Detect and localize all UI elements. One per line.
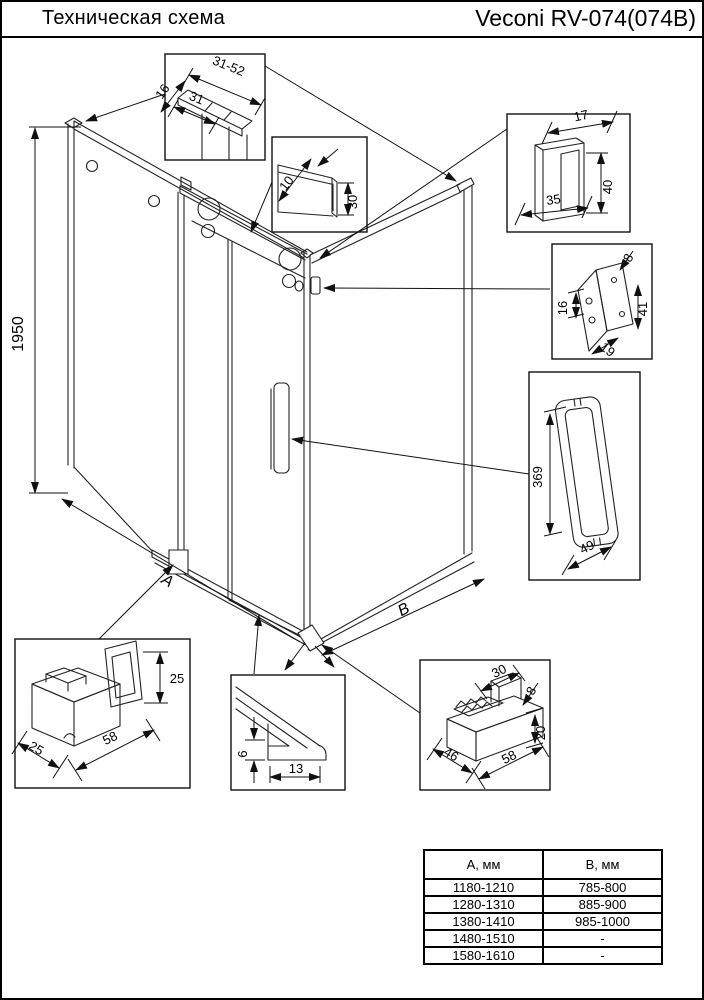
cell-b: 985-1000 <box>542 912 663 931</box>
table-row: 1380-1410 985-1000 <box>423 912 663 931</box>
dim-label: 49 <box>577 537 597 557</box>
dim-label: 13 <box>289 761 303 776</box>
dim-label: 19 <box>597 339 618 360</box>
dim-label: 35 <box>545 191 561 208</box>
dim-label: 31 <box>187 88 206 107</box>
cell-b: - <box>542 929 663 948</box>
cell-a: 1580-1610 <box>423 946 544 965</box>
enclosure-structure <box>64 117 475 652</box>
cell-a: 1180-1210 <box>423 878 544 897</box>
handle-detail-shape <box>554 396 619 548</box>
detail-bottom-holder: 25 25 58 <box>11 638 191 789</box>
height-dim-label: 1950 <box>10 316 27 352</box>
dim-label: 369 <box>530 466 545 488</box>
dim-label: 20 <box>533 726 548 740</box>
cell-b: - <box>542 946 663 965</box>
cell-a: 1280-1310 <box>423 895 544 914</box>
size-table: А, мм В, мм 1180-1210 785-800 1280-1310 … <box>423 849 663 965</box>
cell-a: 1480-1510 <box>423 929 544 948</box>
cell-b: 785-800 <box>542 878 663 897</box>
dim-label: 41 <box>635 302 650 316</box>
dim-label: 25 <box>170 671 184 686</box>
dim-label: 40 <box>600 180 615 194</box>
dim-label: 30 <box>489 661 509 681</box>
detail-corner-bracket: 8 16 41 19 <box>551 243 653 360</box>
detail-corner-holder: 30 8 20 46 58 <box>419 659 551 791</box>
detail-rail-profile: 10 30 <box>271 136 368 233</box>
corner-post <box>300 248 321 647</box>
width-b-label: B <box>395 600 413 620</box>
main-dimensions <box>29 126 485 656</box>
dim-label: 8 <box>523 684 540 698</box>
table-row: 1480-1510 - <box>423 929 663 948</box>
detail-wall-bracket: 17 40 35 <box>506 107 631 233</box>
detail-threshold-profile: 6 13 <box>230 674 346 791</box>
dim-label: 16 <box>555 301 570 315</box>
door-handle <box>270 382 290 474</box>
dim-label: 16 <box>152 81 173 101</box>
bottom-track <box>73 466 325 652</box>
cell-a: 1380-1410 <box>423 912 544 931</box>
corner-wall-bracket <box>310 276 321 295</box>
column-header-b: В, мм <box>542 849 663 880</box>
dim-label: 17 <box>572 107 589 125</box>
title-bar: Техническая схема Veconi RV-074(074B) <box>2 2 702 38</box>
dim-label: 25 <box>26 738 46 758</box>
page-title: Техническая схема <box>42 7 226 29</box>
dim-label: 10 <box>276 173 297 194</box>
dim-label: 30 <box>345 195 360 209</box>
dim-label: 58 <box>499 747 519 767</box>
dim-label: 6 <box>235 750 250 757</box>
cell-b: 885-900 <box>542 895 663 914</box>
model-title: Veconi RV-074(074B) <box>475 5 696 31</box>
sliding-door <box>177 191 306 639</box>
detail-handle: 369 49 <box>528 371 641 581</box>
dim-label: 58 <box>100 728 120 748</box>
top-rail <box>179 176 308 261</box>
glass-hole <box>85 159 99 173</box>
door-rollers <box>197 197 304 292</box>
size-table-header-row: А, мм В, мм <box>423 849 663 880</box>
dim-label: 31-52 <box>210 53 246 79</box>
dim-label: 46 <box>441 744 461 764</box>
glass-floor-holder <box>168 549 189 575</box>
column-header-a: А, мм <box>423 849 544 880</box>
table-row: 1280-1310 885-900 <box>423 895 663 914</box>
table-row: 1180-1210 785-800 <box>423 878 663 897</box>
glass-hole <box>147 194 161 208</box>
detail-top-profile: 31-52 31 16 <box>152 53 266 161</box>
table-row: 1580-1610 - <box>423 946 663 965</box>
callout-arrows <box>85 65 551 714</box>
